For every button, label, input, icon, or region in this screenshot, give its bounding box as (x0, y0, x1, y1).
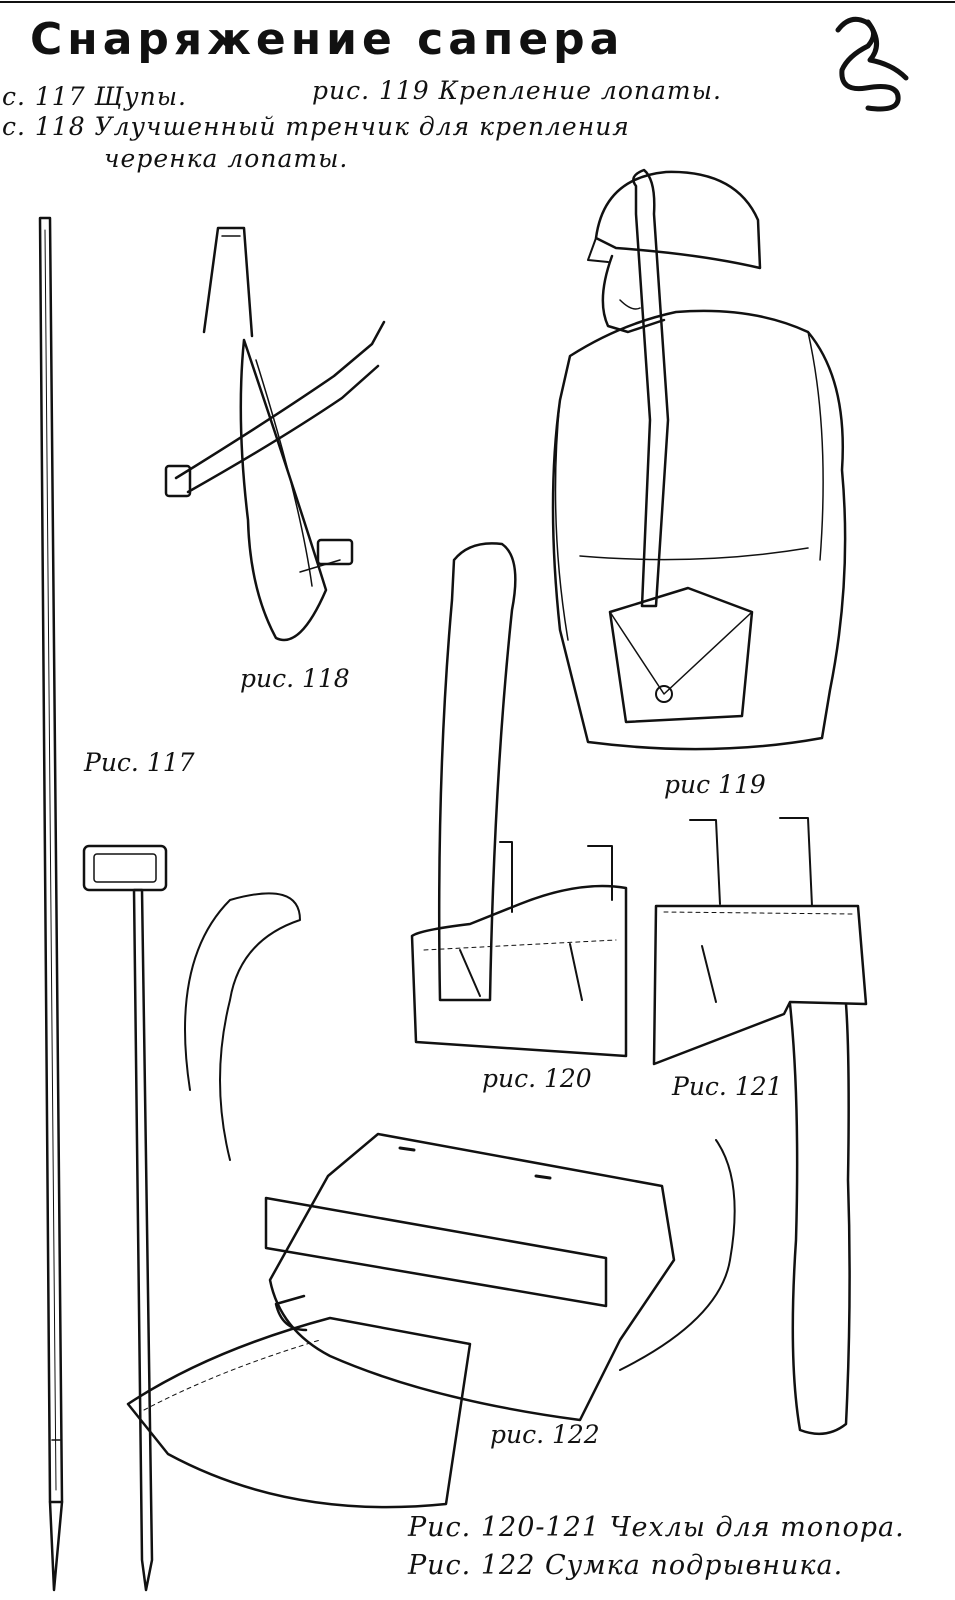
legend-fig-118: с. 118 Улучшенный тренчик для крепления (2, 112, 630, 141)
legend-fig-118-cont: черенка лопаты. (104, 144, 349, 173)
page-number-mark (835, 16, 909, 112)
page-title: Снаряжение сапера (30, 14, 625, 65)
caption-fig-117: Рис. 117 (84, 748, 195, 777)
caption-fig-118: рис. 118 (240, 664, 350, 693)
probe-long-drawing (38, 216, 64, 1592)
axe-cover-121-drawing (652, 817, 868, 1436)
caption-fig-119: рис 119 (664, 770, 766, 799)
caption-fig-121: Рис. 121 (672, 1072, 783, 1101)
caption-fig-122: рис. 122 (490, 1420, 600, 1449)
footer-figs-120-121: Рис. 120-121 Чехлы для топора. (408, 1512, 905, 1543)
legend-fig-117: с. 117 Щупы. (2, 82, 187, 111)
axe-cover-120-drawing (410, 542, 628, 1058)
caption-fig-120: рис. 120 (482, 1064, 592, 1093)
legend-fig-119: рис. 119 Крепление лопаты. (312, 76, 722, 105)
soldier-drawing (551, 168, 847, 751)
demolition-bag-drawing (126, 892, 736, 1509)
probe-t-handle-drawing (82, 844, 168, 1592)
footer-fig-122: Рис. 122 Сумка подрывника. (408, 1550, 844, 1581)
strap-drawing (164, 226, 386, 642)
